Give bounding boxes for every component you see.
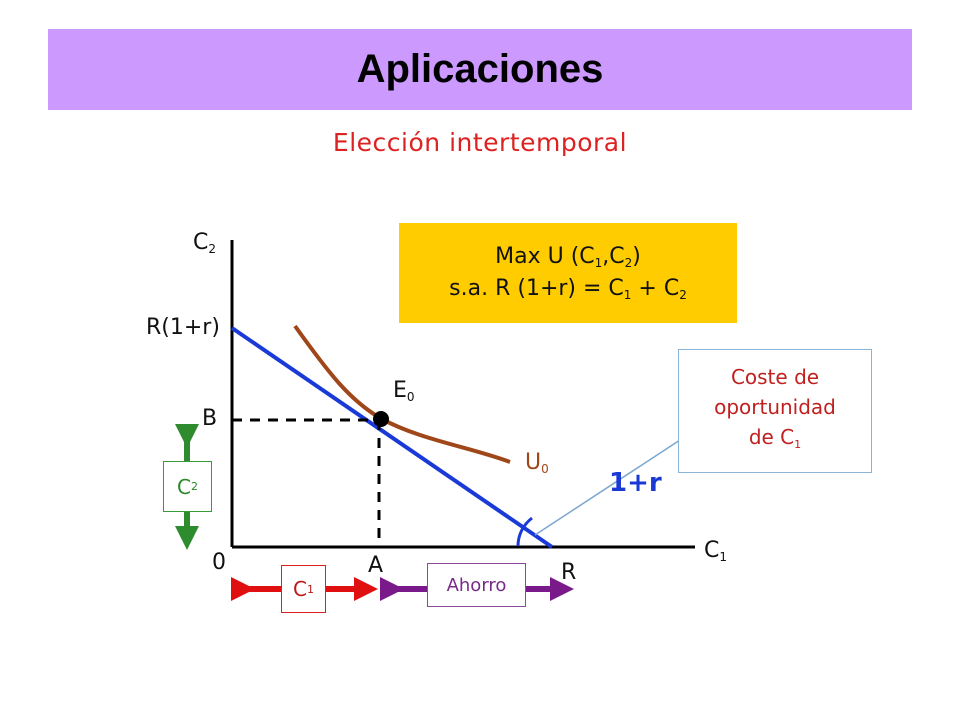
ahorro-arrow-label: Ahorro <box>427 563 526 607</box>
callout-line-2: oportunidad <box>714 395 836 419</box>
origin-label: 0 <box>212 550 226 575</box>
y-axis-label: C2 <box>193 230 217 256</box>
subtitle: Elección intertemporal <box>332 128 628 157</box>
page-title: Aplicaciones <box>356 47 604 91</box>
indifference-label: U0 <box>525 450 549 476</box>
a-label: A <box>368 553 384 578</box>
budget-line <box>230 326 554 549</box>
b-label: B <box>202 406 218 431</box>
equilibrium-label: E0 <box>393 378 415 404</box>
callout-pointer <box>534 439 681 536</box>
optimization-formula: Max U (C1,C2) s.a. R (1+r) = C1 + C2 <box>399 223 737 323</box>
callout-line-3: de C1 <box>748 425 802 451</box>
header-banner: Aplicaciones <box>48 29 912 110</box>
slope-label: 1+r <box>609 468 662 498</box>
objective-line: Max U (C1,C2) <box>495 244 641 270</box>
equilibrium-point <box>373 411 389 427</box>
slope-angle-arc <box>516 516 533 547</box>
r-label: R <box>561 560 577 585</box>
callout-line-1: Coste de <box>730 365 820 389</box>
x-axis-label: C1 <box>704 538 728 564</box>
constraint-line: s.a. R (1+r) = C1 + C2 <box>449 276 687 302</box>
opportunity-cost-callout: Coste de oportunidad de C1 <box>678 349 872 473</box>
y-intercept-label: R(1+r) <box>146 315 220 340</box>
